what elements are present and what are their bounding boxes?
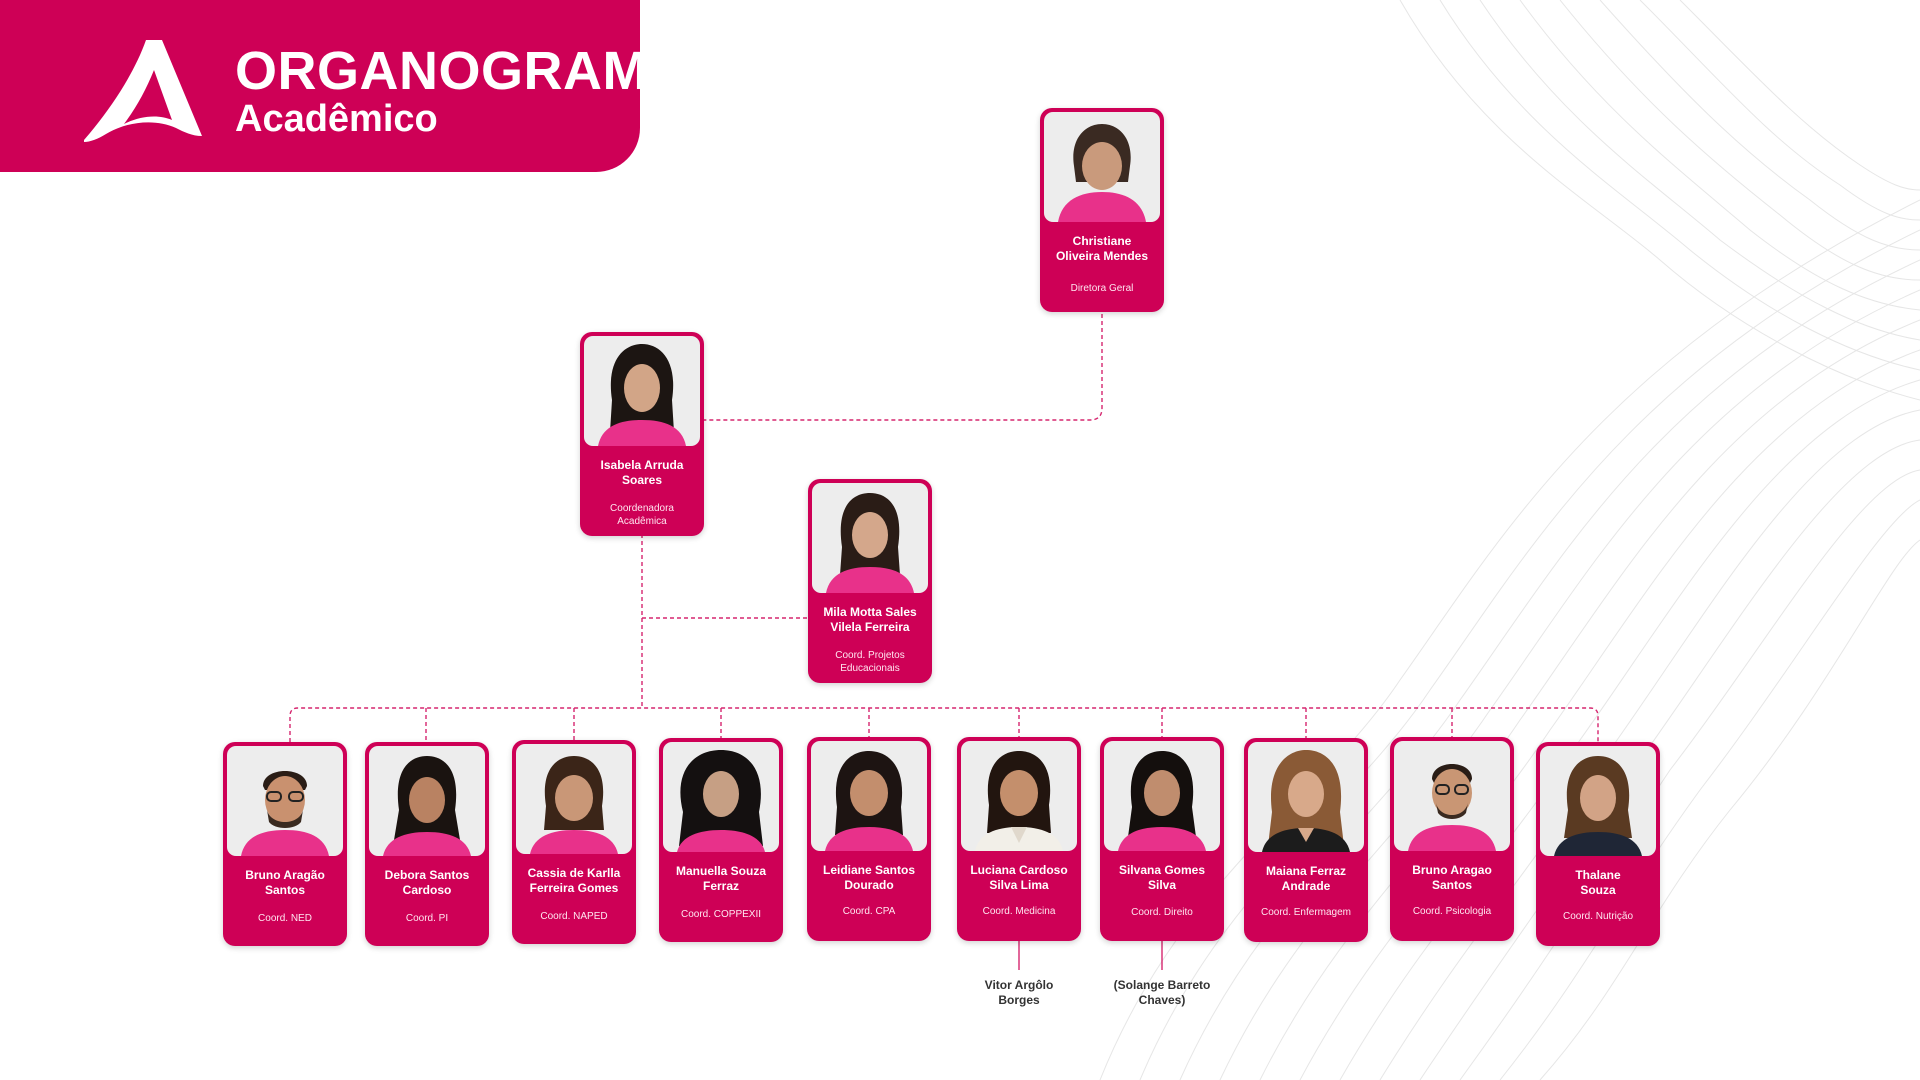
person-role: Coord. Projetos [835,650,905,661]
person-role: Educacionais [840,663,900,674]
person-name: Dourado [844,878,894,892]
person-card-coordinator[interactable]: Maiana Ferraz Andrade Coord. Enfermagem [1244,738,1368,942]
logo-a-icon [84,40,202,142]
page-subtitle: Acadêmico [235,98,438,140]
sub-member-name: Chaves) [1138,993,1186,1007]
person-name: Debora Santos [384,868,470,882]
person-name: Thalane [1575,868,1621,882]
person-role: Coord. Psicologia [1412,906,1492,917]
avatar [584,336,700,446]
person-role: Diretora Geral [1070,283,1134,294]
person-name: Mila Motta Sales [823,605,917,619]
avatar [811,741,927,851]
sub-member-name: Vitor Argôlo [984,978,1054,992]
page-title: ORGANOGRAMA [235,41,688,101]
sub-member-direito: (Solange Barreto Chaves) [1097,978,1227,1008]
person-name: Isabela Arruda [600,458,684,472]
connector-director-academic [704,314,1103,421]
avatar [663,742,779,852]
person-name: Andrade [1281,879,1331,893]
avatar [961,741,1077,851]
person-role: Coord. NED [258,913,312,924]
person-card-coordinator[interactable]: Debora Santos Cardoso Coord. PI [365,742,489,946]
avatar [1104,741,1220,851]
person-role: Acadêmica [617,516,667,527]
person-name: Bruno Aragao [1412,863,1492,877]
avatar [369,746,485,856]
avatar [812,483,928,593]
person-name: Luciana Cardoso [970,863,1068,877]
avatar [227,746,343,856]
person-role: Coord. Enfermagem [1260,907,1352,918]
person-name: Maiana Ferraz [1265,864,1347,878]
person-role: Coord. Medicina [982,906,1056,917]
person-name: Cassia de Karlla [527,866,621,880]
person-card-coordinator[interactable]: Leidiane Santos Dourado Coord. CPA [807,737,931,941]
avatar [1540,746,1656,856]
avatar [1248,742,1364,852]
person-name: Santos [1431,878,1472,892]
sub-member-name: Borges [998,993,1040,1007]
person-name: Silva [1147,878,1177,892]
person-name: Bruno Aragão [245,868,325,882]
avatar [1044,112,1160,222]
person-name: Silvana Gomes [1118,863,1206,877]
person-name: Vilela Ferreira [830,620,910,634]
person-role: Coordenadora [610,503,674,514]
person-name: Souza [1580,883,1616,897]
person-role: Coord. CPA [842,906,896,917]
sub-member-name: (Solange Barreto [1113,978,1211,992]
person-card-coordinator[interactable]: Silvana Gomes Silva Coord. Direito [1100,737,1224,941]
person-name: Manuella Souza [675,864,767,878]
avatar [516,744,632,854]
person-name: Santos [264,883,305,897]
person-card-coordinator[interactable]: Cassia de Karlla Ferreira Gomes Coord. N… [512,740,636,944]
person-role: Coord. PI [405,913,449,924]
person-card-coordinator[interactable]: Bruno Aragao Santos Coord. Psicologia [1390,737,1514,941]
person-role: Coord. Direito [1131,907,1193,918]
person-role: Coord. NAPED [540,911,608,922]
person-role: Coord. Nutrição [1562,911,1634,922]
person-card-director[interactable]: Christiane Oliveira Mendes Diretora Gera… [1040,108,1164,312]
person-card-coordinator[interactable]: Bruno Aragão Santos Coord. NED [223,742,347,946]
person-role: Coord. COPPEXII [680,909,762,920]
person-card-academic-coordinator[interactable]: Isabela Arruda Soares Coordenadora Acadê… [580,332,704,536]
person-name: Christiane [1072,234,1132,248]
sub-member-medicina: Vitor Argôlo Borges [954,978,1084,1008]
person-name: Oliveira Mendes [1055,249,1149,263]
person-card-coordinator[interactable]: Luciana Cardoso Silva Lima Coord. Medici… [957,737,1081,941]
person-name: Silva Lima [989,878,1049,892]
header-band: ORGANOGRAMA Acadêmico [0,0,687,172]
avatar [1394,741,1510,851]
person-name: Ferreira Gomes [529,881,619,895]
connector-horizontal-bus [289,707,1599,742]
person-name: Leidiane Santos [822,863,916,877]
person-name: Cardoso [402,883,452,897]
person-card-coordinator[interactable]: Manuella Souza Ferraz Coord. COPPEXII [659,738,783,942]
person-name: Ferraz [702,879,740,893]
person-card-projects-coordinator[interactable]: Mila Motta Sales Vilela Ferreira Coord. … [808,479,932,683]
person-name: Soares [621,473,663,487]
person-card-coordinator[interactable]: Thalane Souza Coord. Nutrição [1536,742,1660,946]
